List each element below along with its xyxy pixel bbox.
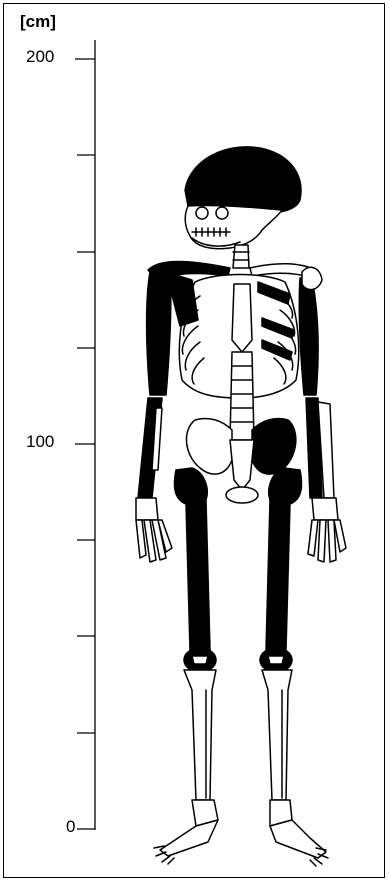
- skull-vault: [185, 147, 301, 213]
- cervical-spine: [233, 245, 249, 268]
- left-femur: [174, 468, 210, 650]
- sternum: [232, 284, 252, 352]
- lumbar-spine: [230, 352, 254, 440]
- right-tibia: [262, 670, 292, 800]
- left-tibia: [184, 670, 216, 800]
- right-foot: [270, 800, 328, 866]
- left-humerus: [147, 272, 171, 395]
- pubis: [226, 487, 258, 503]
- right-femur: [266, 468, 302, 650]
- left-hand: [136, 498, 172, 562]
- right-hand: [308, 498, 346, 562]
- right-humerus-head: [302, 267, 322, 289]
- eye-socket-left: [196, 207, 208, 219]
- eye-socket-right: [216, 207, 228, 219]
- pelvis-right: [252, 418, 296, 474]
- sacrum: [230, 440, 254, 490]
- right-humerus: [299, 278, 318, 395]
- skeleton-icon: [136, 147, 346, 866]
- left-foot: [154, 800, 218, 864]
- pelvis-left: [186, 418, 232, 474]
- height-scale: [75, 40, 95, 830]
